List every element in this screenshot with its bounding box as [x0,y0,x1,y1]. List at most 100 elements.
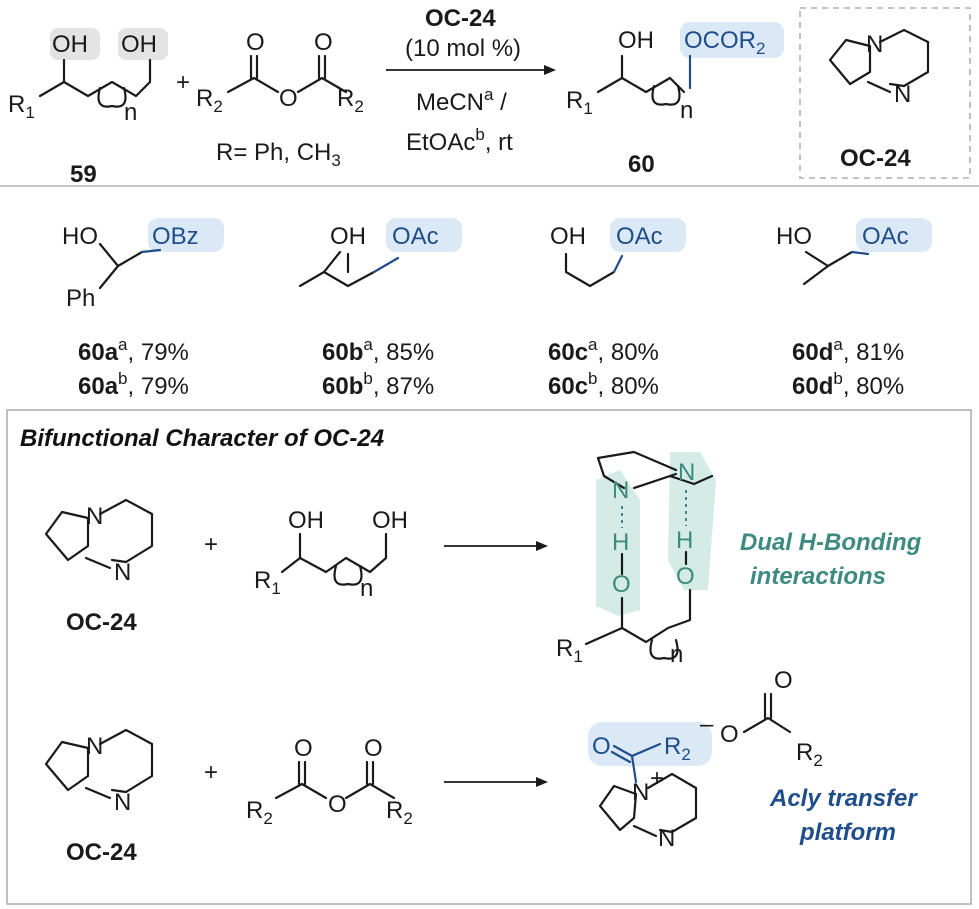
n-label: N [658,825,675,852]
solvent-b-label: EtOAcb, rt [406,125,513,156]
compound-60-label: 60 [628,151,655,178]
n-label: N [632,779,649,806]
catalyst-label: OC-24 [840,145,911,172]
anhydride-structure: O O O R2 R2 [246,735,413,828]
oh-label: OH [121,31,157,58]
product-60a-yield-b: 60ab, 79% [78,369,189,400]
o-label: O [720,721,739,748]
o-label: O [774,667,793,694]
ester-highlight [856,218,932,252]
o-label: O [246,29,265,56]
oh-label: OH [550,223,586,250]
acyl-caption-2: platform [799,819,896,846]
mechanism-panel [6,409,972,905]
o-label: O [279,85,298,112]
acyl-ammonium-structure: O R2 N + N [592,733,698,852]
plus-sign: + [204,759,218,786]
r2-label: R2 [386,797,413,828]
acyl-caption-1: Acly transfer [769,785,918,812]
product-60d-structure: HO OAc [776,223,909,286]
product-60b-yield-b: 60bb, 87% [322,369,434,400]
r2-label: R2 [196,85,223,116]
product-60b-yield-a: 60ba, 85% [322,335,434,366]
oc24-structure: N N [44,498,154,586]
product-60b-structure: OH OAc [298,223,439,288]
oh-label: OH [52,31,88,58]
n-label: N [678,459,695,486]
o-label: O [592,733,611,760]
obz-label: OBz [152,223,199,250]
oac-label: OAc [862,223,909,250]
loading-label: (10 mol %) [405,35,521,62]
n-label: N [86,733,103,760]
reaction-arrowhead [544,65,556,75]
hbond-caption-2: interactions [750,563,886,590]
product-60c-yield-a: 60ca, 80% [548,335,659,366]
solvent-a-label: MeCNa / [416,85,507,116]
oh-label: OH [288,507,324,534]
plus-sign: + [176,69,190,96]
product-60a-yield-a: 60aa, 79% [78,335,189,366]
n-label: N [114,789,131,816]
oh-highlight [118,28,168,60]
oac-label: OAc [392,223,439,250]
product-60-structure: OH OCOR2 R1 n 60 [566,27,765,178]
product-60c-yield-b: 60cb, 80% [548,369,659,400]
r2-label: R2 [796,739,823,770]
ho-label: HO [776,223,812,250]
r1-label: R1 [556,635,583,666]
product-60a-structure: HO OBz Ph [62,223,199,312]
ester-highlight [148,218,224,252]
hbond-complex: N N H H O O R1 n [556,450,716,668]
n-label: N [114,559,131,586]
o-label: O [294,735,313,762]
hbond-highlight [596,470,640,616]
oc24-structure: N N OC-24 [828,28,930,172]
o-label: O [328,791,347,818]
reaction-arrowhead [536,777,548,787]
hbond-caption-1: Dual H-Bonding [740,529,922,556]
r1-label: R1 [566,87,593,118]
product-60d-yield-a: 60da, 81% [792,335,904,366]
r1-label: R1 [8,91,35,122]
r2-label: R2 [337,85,364,116]
reagent-label: OC-24 [425,5,496,32]
catalyst-box [799,7,971,179]
n-label: N [612,477,629,504]
h-label: H [612,529,629,556]
n-label: n [360,575,373,602]
catalyst-label: OC-24 [66,609,137,636]
anhydride-structure: O O O R2 R2 R= Ph, CH3 [196,29,364,170]
product-60c-structure: OH OAc [550,223,663,288]
hbond-highlight [668,452,716,590]
n-label: n [124,99,137,126]
n-label: N [866,31,883,58]
product-60d-yield-b: 60db, 80% [792,369,904,400]
o-label: O [314,29,333,56]
minus-charge: – [700,711,714,738]
oac-label: OAc [616,223,663,250]
n-label: N [894,81,911,108]
mechanism-title: Bifunctional Character of OC-24 [20,425,384,452]
oh-label: OH [330,223,366,250]
diol-59-structure: OH OH R1 n 59 [8,31,157,188]
plus-sign: + [204,531,218,558]
h-label: H [676,527,693,554]
r-definition: R= Ph, CH3 [216,139,341,170]
oh-highlight [50,28,100,60]
n-label: N [86,503,103,530]
n-label: n [670,641,683,668]
ocor2-label: OCOR2 [684,27,765,58]
ester-highlight [610,218,686,252]
o-label: O [364,735,383,762]
carboxylate-structure: – O O R2 [700,667,823,770]
r2-label: R2 [246,797,273,828]
ho-label: HO [62,223,98,250]
oh-label: OH [618,27,654,54]
ester-highlight [680,22,784,58]
n-label: n [680,97,693,124]
ph-label: Ph [66,285,95,312]
ester-highlight [386,218,462,252]
diol-structure: OH OH R1 n [254,507,408,602]
